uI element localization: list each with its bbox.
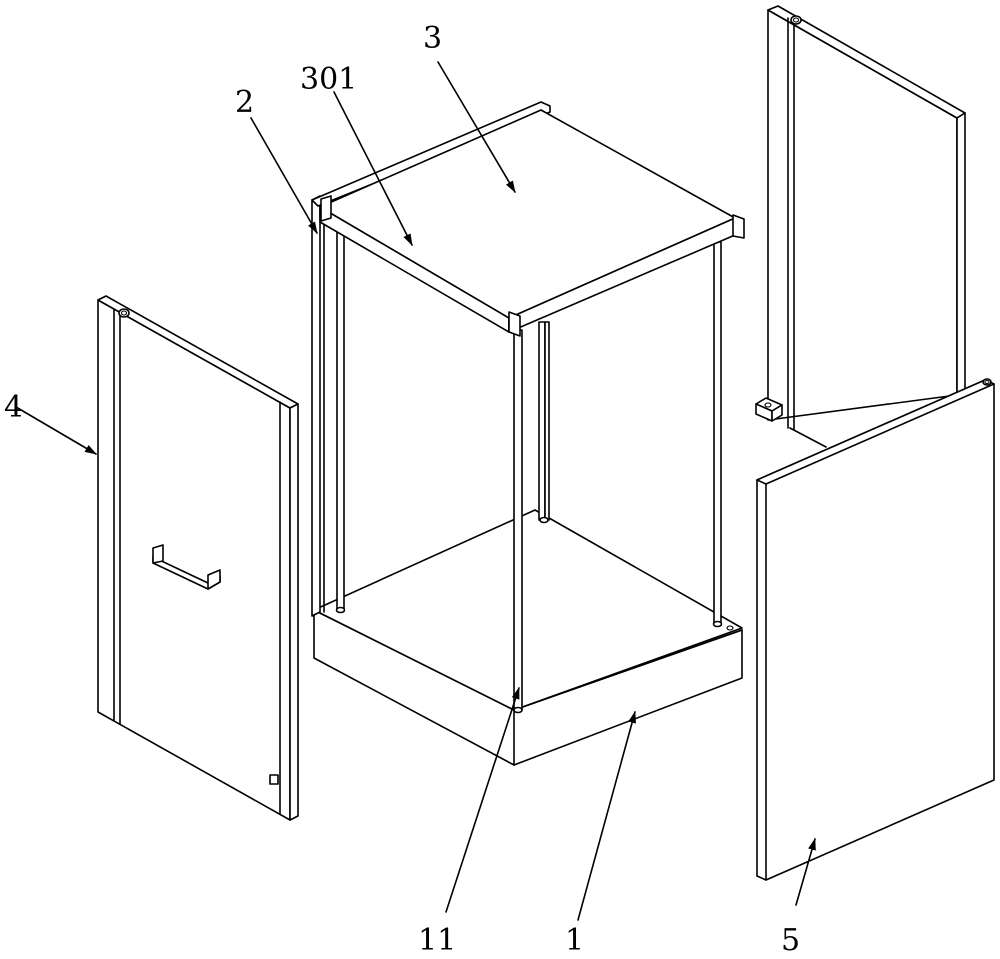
leader-4 — [16, 407, 96, 454]
label-5: 5 — [781, 923, 800, 958]
base-plinth — [314, 510, 742, 765]
side-panel — [757, 379, 994, 880]
left-door-panel — [98, 296, 298, 820]
label-11: 11 — [418, 923, 456, 958]
label-1: 1 — [565, 923, 584, 958]
top-panel — [312, 102, 744, 336]
label-301: 301 — [300, 62, 357, 97]
label-3: 3 — [423, 21, 442, 56]
back-side-panel — [768, 6, 965, 447]
leader-2 — [251, 118, 317, 233]
label-2: 2 — [235, 85, 254, 120]
label-4: 4 — [4, 390, 23, 425]
leader-1 — [578, 712, 635, 920]
